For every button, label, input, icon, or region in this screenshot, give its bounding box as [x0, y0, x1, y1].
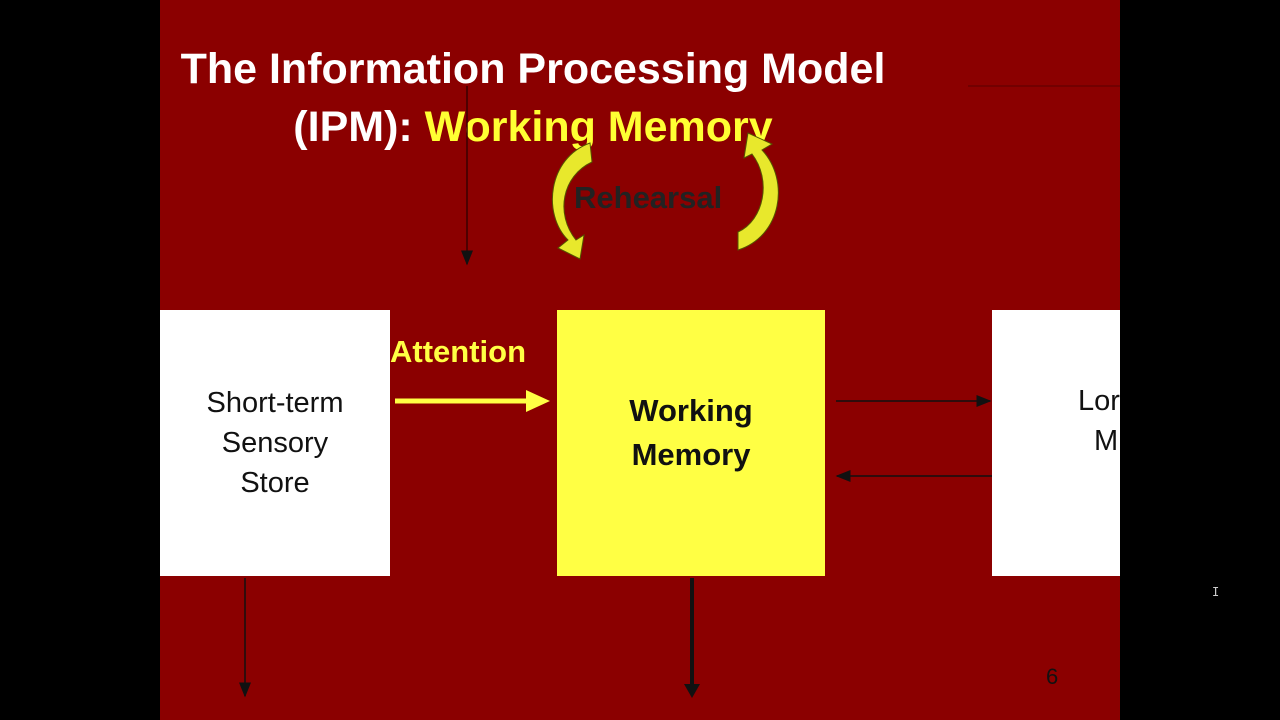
- rehearsal-label: Rehearsal: [574, 180, 723, 215]
- title-prefix: (IPM):: [293, 103, 425, 151]
- long-term-line-2: M: [1094, 425, 1119, 457]
- title-line-2: (IPM): Working Memory: [160, 98, 906, 156]
- long-term-line-1: Lor: [1078, 385, 1120, 417]
- title-highlight: Working Memory: [424, 103, 773, 151]
- sensory-store-line-2: Sensory: [221, 427, 329, 459]
- sensory-store-box: Short-term Sensory Store: [160, 310, 390, 576]
- page-number: 6: [1046, 664, 1059, 689]
- title-line-1: The Information Processing Model: [180, 45, 886, 93]
- working-memory-line-1: Working: [629, 393, 753, 428]
- text-cursor-icon: I: [1212, 585, 1220, 599]
- attention-label: Attention: [390, 334, 527, 369]
- sensory-store-line-3: Store: [240, 467, 310, 499]
- sensory-store-line-1: Short-term: [206, 387, 344, 419]
- attention-arrow-head-icon: [526, 390, 550, 412]
- slide: The Information Processing Model (IPM): …: [160, 0, 1120, 720]
- working-memory-line-2: Memory: [631, 437, 751, 472]
- slide-title: The Information Processing Model (IPM): …: [160, 40, 906, 156]
- working-memory-box: Working Memory: [557, 310, 825, 576]
- long-term-memory-box: Lor M: [992, 310, 1120, 576]
- wm-down-arrow-head-icon: [684, 684, 700, 698]
